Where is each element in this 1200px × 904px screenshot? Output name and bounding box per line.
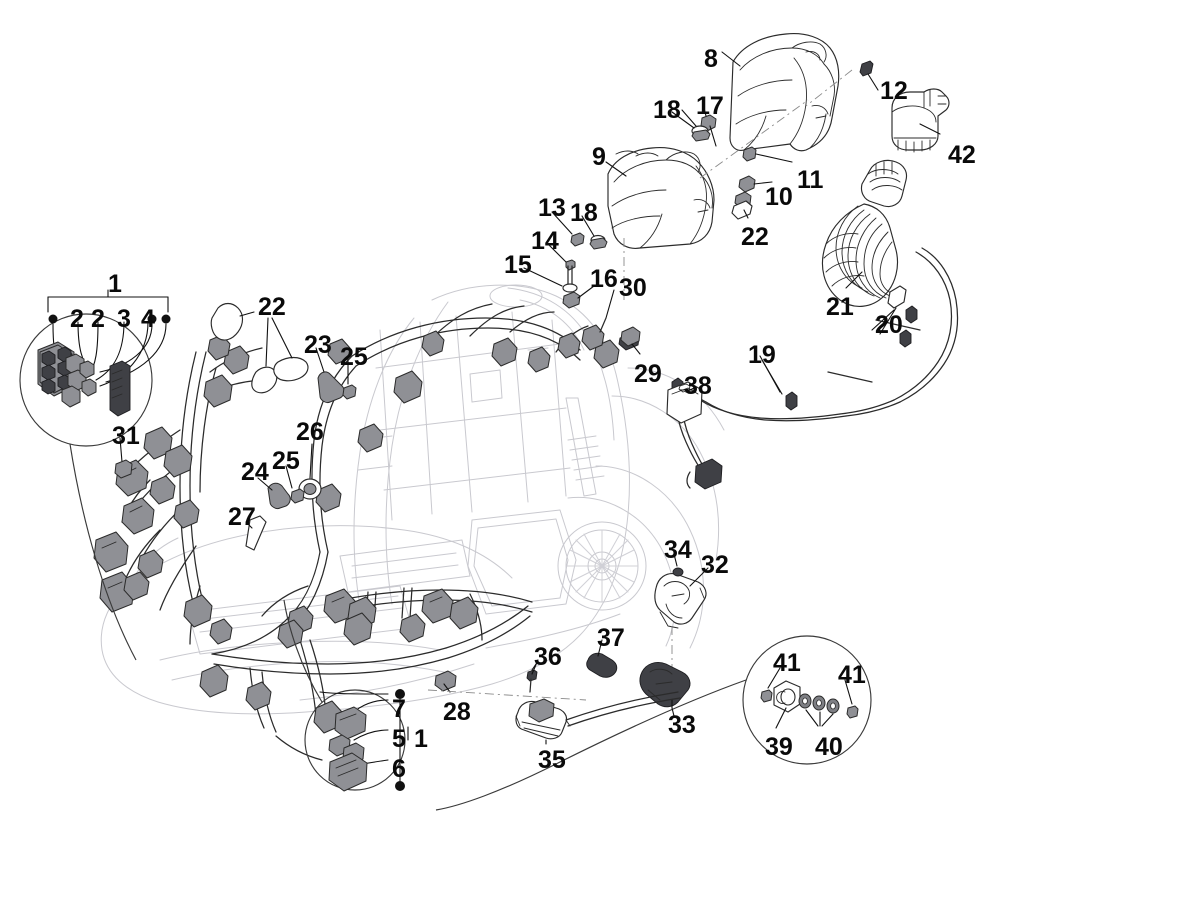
callout-24: 24 — [241, 458, 269, 486]
callout-5: 5 — [392, 725, 406, 753]
callout-34: 34 — [664, 536, 692, 564]
callout-29: 29 — [634, 360, 662, 388]
callout-37: 37 — [597, 624, 625, 652]
callout-15: 15 — [504, 251, 532, 279]
callout-20: 20 — [875, 311, 903, 339]
callout-35: 35 — [538, 746, 566, 774]
callout-14: 14 — [531, 227, 559, 255]
callout-21: 21 — [826, 293, 854, 321]
scooter-ghost-body — [100, 284, 725, 715]
rear-wheel-ghost — [557, 521, 647, 611]
callout-33: 33 — [668, 711, 696, 739]
callout-6: 6 — [392, 755, 406, 783]
callout-41a: 41 — [773, 649, 801, 677]
callout-26: 26 — [296, 418, 324, 446]
detail-circle-fusebox — [19, 289, 171, 661]
callout-39: 39 — [765, 733, 793, 761]
callout-40: 40 — [815, 733, 843, 761]
main-wiring-harness — [121, 303, 589, 761]
glovebox-fasteners — [523, 60, 879, 351]
small-clips-group — [210, 302, 357, 551]
callout-31: 31 — [112, 422, 140, 450]
flexible-conduit-part21 — [821, 159, 908, 307]
rear-shock-ghost — [565, 397, 605, 497]
callout-32: 32 — [701, 551, 729, 579]
cables-19-20 — [674, 247, 959, 479]
callout-9: 9 — [592, 143, 606, 171]
callout-30: 30 — [619, 274, 647, 302]
bracket-part32 — [654, 553, 709, 672]
callout-13: 13 — [538, 194, 566, 222]
callout-27: 27 — [228, 503, 256, 531]
callout-1b: 1 — [414, 725, 428, 753]
glove-box-lower-part9 — [605, 99, 809, 300]
callout-17: 17 — [696, 92, 724, 120]
callout-10: 10 — [765, 183, 793, 211]
callout-4: 4 — [141, 305, 155, 333]
glove-box-upper-part8 — [721, 33, 840, 152]
callout-1: 1 — [108, 270, 122, 298]
callout-25a: 25 — [340, 343, 368, 371]
harness-connectors — [93, 324, 620, 734]
callout-16: 16 — [590, 265, 618, 293]
clip-part37 — [586, 639, 618, 678]
callout-3: 3 — [117, 305, 131, 333]
component-part38 — [666, 381, 723, 490]
connector-part42 — [891, 88, 950, 153]
callout-41b: 41 — [838, 661, 866, 689]
callout-8: 8 — [704, 45, 718, 73]
sensor-part35 — [515, 691, 681, 745]
callout-11: 11 — [797, 166, 824, 194]
callout-7: 7 — [392, 695, 406, 723]
clip-part29 — [620, 326, 641, 355]
detail-circle-relays — [283, 599, 409, 792]
callout-42: 42 — [948, 141, 976, 169]
callout-19: 19 — [748, 341, 776, 369]
callout-28: 28 — [443, 698, 471, 726]
callout-18b: 18 — [653, 96, 681, 124]
callout-2b: 2 — [91, 305, 105, 333]
callout-23: 23 — [304, 331, 332, 359]
callout-2a: 2 — [70, 305, 84, 333]
callout-36: 36 — [534, 643, 562, 671]
callout-22a: 22 — [258, 293, 286, 321]
detail-circle-washers — [435, 635, 872, 811]
callout-18a: 18 — [570, 199, 598, 227]
callout-38: 38 — [684, 372, 712, 400]
callout-leader-lines — [531, 109, 781, 675]
callout-12: 12 — [880, 77, 908, 105]
callout-25b: 25 — [272, 447, 300, 475]
clip-part28 — [427, 670, 587, 701]
callout-22b: 22 — [741, 223, 769, 251]
bracket-part33 — [639, 661, 691, 717]
